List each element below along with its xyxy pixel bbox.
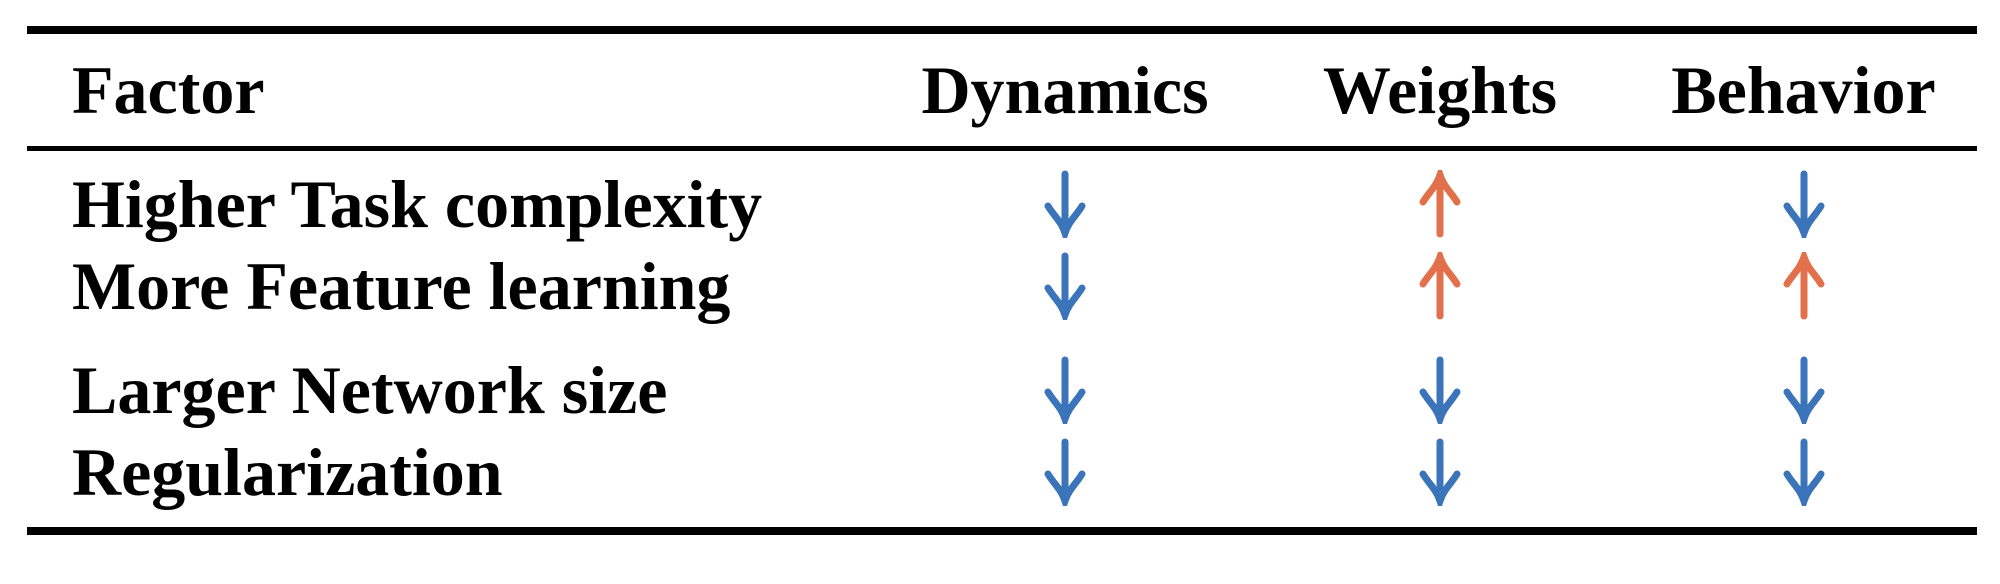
- table-bottom-rule: [27, 527, 1977, 535]
- table-row: Regularization: [27, 431, 1977, 513]
- table-header-row: Factor Dynamics Weights Behavior: [27, 34, 1977, 146]
- row-label: More Feature learning: [72, 248, 731, 324]
- row-label: Larger Network size: [72, 352, 668, 428]
- row-label: Regularization: [72, 434, 503, 510]
- row-group-separator: [27, 327, 1977, 349]
- weights-cell: [1250, 438, 1630, 506]
- down-arrow-icon: [1043, 438, 1087, 506]
- weights-cell: [1250, 170, 1630, 238]
- dynamics-cell: [880, 170, 1250, 238]
- table-row: Larger Network size: [27, 349, 1977, 431]
- row-label: Higher Task complexity: [72, 166, 763, 242]
- behavior-cell: [1630, 252, 1977, 320]
- dynamics-cell: [880, 438, 1250, 506]
- table-row: Higher Task complexity: [27, 163, 1977, 245]
- table-header-rule: [27, 146, 1977, 151]
- column-header-factor: Factor: [72, 52, 265, 128]
- table-body: Higher Task complexity More Feature lear…: [27, 151, 1977, 527]
- down-arrow-icon: [1418, 438, 1462, 506]
- table-top-rule: [27, 26, 1977, 34]
- down-arrow-icon: [1782, 170, 1826, 238]
- column-header-weights: Weights: [1322, 52, 1558, 128]
- down-arrow-icon: [1782, 356, 1826, 424]
- up-arrow-icon: [1782, 252, 1826, 320]
- dynamics-cell: [880, 252, 1250, 320]
- up-arrow-icon: [1418, 252, 1462, 320]
- column-header-behavior: Behavior: [1671, 52, 1936, 128]
- behavior-cell: [1630, 356, 1977, 424]
- behavior-cell: [1630, 438, 1977, 506]
- down-arrow-icon: [1043, 356, 1087, 424]
- factors-effect-table: Factor Dynamics Weights Behavior Higher …: [27, 26, 1977, 535]
- column-header-dynamics: Dynamics: [921, 52, 1209, 128]
- down-arrow-icon: [1782, 438, 1826, 506]
- weights-cell: [1250, 252, 1630, 320]
- up-arrow-icon: [1418, 170, 1462, 238]
- table-row: More Feature learning: [27, 245, 1977, 327]
- down-arrow-icon: [1418, 356, 1462, 424]
- dynamics-cell: [880, 356, 1250, 424]
- weights-cell: [1250, 356, 1630, 424]
- down-arrow-icon: [1043, 252, 1087, 320]
- behavior-cell: [1630, 170, 1977, 238]
- down-arrow-icon: [1043, 170, 1087, 238]
